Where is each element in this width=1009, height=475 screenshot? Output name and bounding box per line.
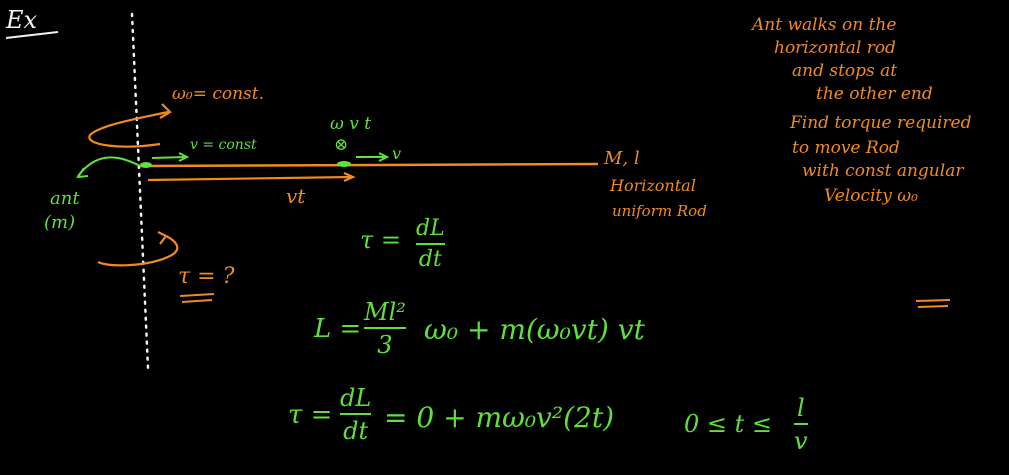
heading-ex: Ex	[6, 6, 38, 34]
problem-line: with const angular	[802, 160, 964, 181]
eq2-rhs: ω₀ + m(ω₀vt) vt	[424, 313, 645, 346]
omega-rotation-arrow	[88, 110, 169, 148]
point-label: ω v t	[330, 114, 372, 134]
problem-line: Find torque required	[790, 112, 972, 133]
time-range-fraction: l v	[794, 396, 808, 453]
eq1-fraction-bar	[416, 243, 445, 245]
time-range-denominator: v	[794, 427, 808, 455]
eq3-lhs: τ =	[288, 400, 333, 430]
rod-label: M, l	[604, 148, 640, 169]
tau-unknown-label: τ = ?	[178, 264, 235, 289]
problem-line: to move Rod	[792, 137, 900, 158]
tau-underline-2	[181, 299, 213, 303]
omega-underline-1	[915, 299, 951, 302]
into-page-icon: ⊗	[334, 135, 349, 155]
moving-point-marker	[337, 161, 351, 167]
ant-pointer-arrow	[77, 156, 141, 177]
time-range-fraction-bar	[794, 423, 808, 425]
time-range-numerator: l	[796, 394, 805, 422]
omega-label: ω₀= const.	[172, 84, 264, 104]
tau-underline-1	[179, 293, 215, 297]
time-range-lhs: 0 ≤ t ≤	[684, 410, 773, 438]
point-velocity-arrowhead	[378, 152, 390, 162]
eq3-denominator: dt	[343, 417, 369, 445]
eq1-denominator: dt	[418, 247, 442, 272]
problem-line: and stops at	[792, 60, 898, 81]
omega-arrowhead	[159, 103, 172, 119]
ant-marker	[140, 162, 152, 168]
eq3-fraction-bar	[340, 413, 372, 415]
eq2-numerator: Ml²	[364, 298, 406, 326]
velocity-arrowhead	[178, 152, 190, 162]
heading-underline	[5, 31, 59, 39]
problem-statement: Ant walks on the horizontal rod and stop…	[752, 14, 971, 206]
eq3-rhs: = 0 + mω₀v²(2t)	[384, 401, 615, 434]
problem-line: horizontal rod	[774, 37, 896, 58]
omega-underline-2	[917, 305, 949, 308]
vt-arrow	[147, 175, 353, 182]
torque-arrowhead	[157, 231, 168, 245]
eq2-lhs: L =	[314, 314, 362, 344]
eq2-fraction: Ml² 3	[364, 300, 406, 357]
rod-desc-horizontal: Horizontal	[610, 176, 696, 195]
eq1-numerator: dL	[416, 216, 445, 241]
point-v-label: v	[392, 144, 402, 163]
eq2-fraction-bar	[364, 327, 406, 329]
horizontal-rod	[139, 162, 599, 168]
torque-rotation-arrow	[97, 235, 179, 267]
rod-desc-uniform: uniform Rod	[612, 202, 707, 220]
problem-line: Velocity ω₀	[824, 185, 918, 206]
vt-label: vt	[286, 184, 306, 208]
problem-line: the other end	[816, 83, 933, 104]
ant-label: ant	[50, 188, 80, 209]
v-const-label: v = const	[190, 137, 257, 153]
velocity-arrow	[151, 156, 187, 159]
eq2-denominator: 3	[377, 331, 393, 359]
ant-pointer-arrowhead	[75, 167, 89, 179]
eq1-lhs: τ =	[360, 226, 402, 254]
eq3-numerator: dL	[340, 384, 372, 412]
ant-mass-label: (m)	[44, 212, 76, 233]
vt-arrowhead	[343, 171, 356, 183]
eq1-fraction: dL dt	[416, 218, 445, 271]
eq3-fraction: dL dt	[340, 384, 372, 445]
problem-line: Ant walks on the	[752, 15, 897, 35]
rotation-axis	[130, 12, 150, 370]
